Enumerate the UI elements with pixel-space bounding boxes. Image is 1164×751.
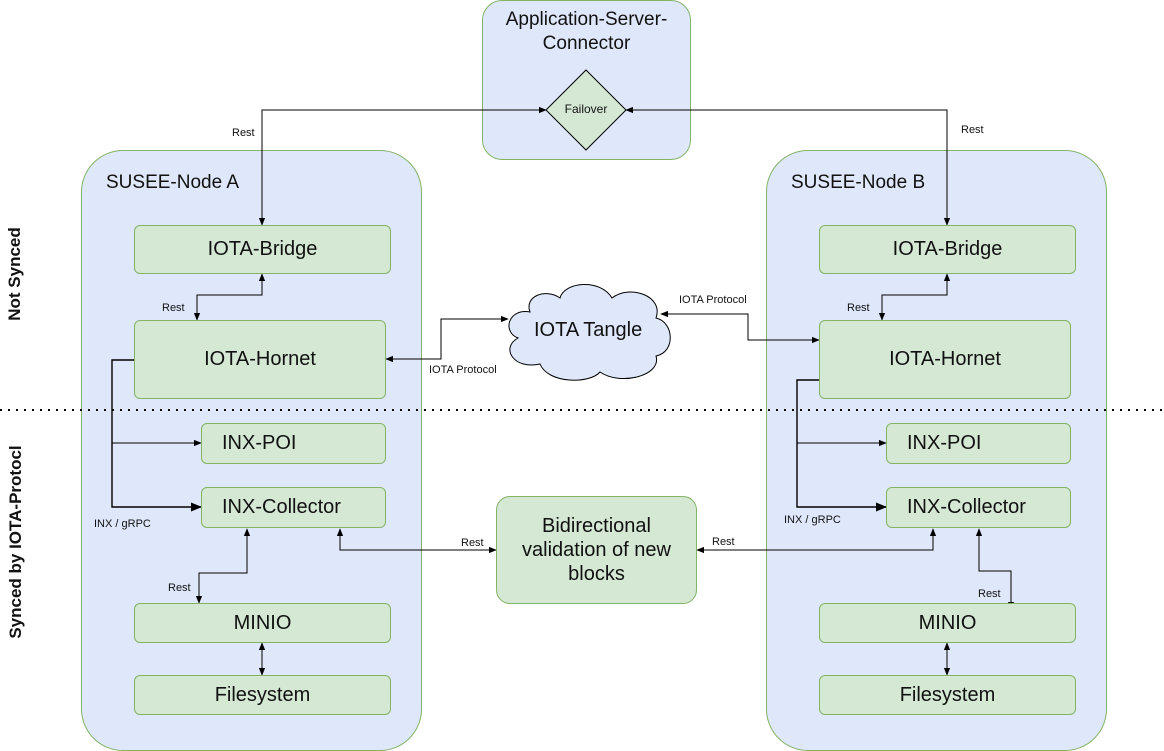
- node-a-title: SUSEE-Node A: [106, 172, 240, 193]
- label-rest-asc-a: Rest: [232, 127, 255, 139]
- label-rest-validation-b: Rest: [712, 536, 735, 548]
- bidirectional-validation: Bidirectional validation of new blocks: [496, 496, 697, 604]
- label-rest-collector-minio-a: Rest: [168, 582, 191, 594]
- edge-asc-bridge-a: [258, 106, 547, 226]
- edge-collector-minio-a: [195, 528, 251, 604]
- node-a-minio: MINIO: [134, 603, 391, 643]
- edge-hornet-a-inx: [111, 359, 203, 512]
- label-rest-collector-minio-b: Rest: [978, 588, 1001, 600]
- iota-tangle-label: IOTA Tangle: [534, 319, 643, 341]
- node-b-title: SUSEE-Node B: [791, 172, 926, 193]
- label-rest-asc-b: Rest: [961, 124, 984, 136]
- node-b-inx-poi: INX-POI: [886, 423, 1071, 464]
- node-a-inx-collector: INX-Collector: [201, 487, 386, 528]
- edge-hornet-a-tangle: [385, 315, 509, 363]
- edge-asc-bridge-b: [625, 106, 951, 226]
- iota-tangle-cloud: [508, 284, 671, 381]
- node-b-filesystem: Filesystem: [819, 675, 1076, 715]
- edge-validation-collector-b: [696, 528, 937, 554]
- node-a-iota-hornet: IOTA-Hornet: [134, 320, 386, 399]
- label-rest-validation-a: Rest: [461, 537, 484, 549]
- label-inx-grpc-a: INX / gRPC: [94, 518, 151, 530]
- node-a-inx-poi: INX-POI: [201, 423, 386, 464]
- label-rest-bridge-hornet-a: Rest: [162, 302, 185, 314]
- edge-bridge-hornet-a: [193, 273, 266, 321]
- label-iota-protocol-b: IOTA Protocol: [679, 294, 747, 306]
- label-rest-bridge-hornet-b: Rest: [847, 302, 870, 314]
- node-b-minio: MINIO: [819, 603, 1076, 643]
- edge-tangle-hornet-b: [660, 310, 820, 344]
- application-server-title: Application-Server- Connector: [505, 9, 668, 54]
- failover-diamond: [545, 69, 627, 151]
- edge-bridge-hornet-b: [878, 273, 951, 321]
- edge-collector-a-validation: [336, 528, 497, 554]
- label-iota-protocol-a: IOTA Protocol: [429, 364, 497, 376]
- failover-label: Failover: [564, 102, 608, 116]
- node-a-iota-bridge: IOTA-Bridge: [134, 225, 391, 274]
- node-b-iota-bridge: IOTA-Bridge: [819, 225, 1076, 274]
- node-b-iota-hornet: IOTA-Hornet: [819, 320, 1071, 399]
- node-a-filesystem: Filesystem: [134, 675, 391, 715]
- side-label-synced: Synced by IOTA-Protocl: [6, 445, 25, 639]
- edge-collector-minio-b: [975, 528, 1015, 610]
- side-label-not-synced: Not Synced: [5, 227, 24, 321]
- label-inx-grpc-b: INX / gRPC: [784, 514, 841, 526]
- node-b-inx-collector: INX-Collector: [886, 487, 1071, 528]
